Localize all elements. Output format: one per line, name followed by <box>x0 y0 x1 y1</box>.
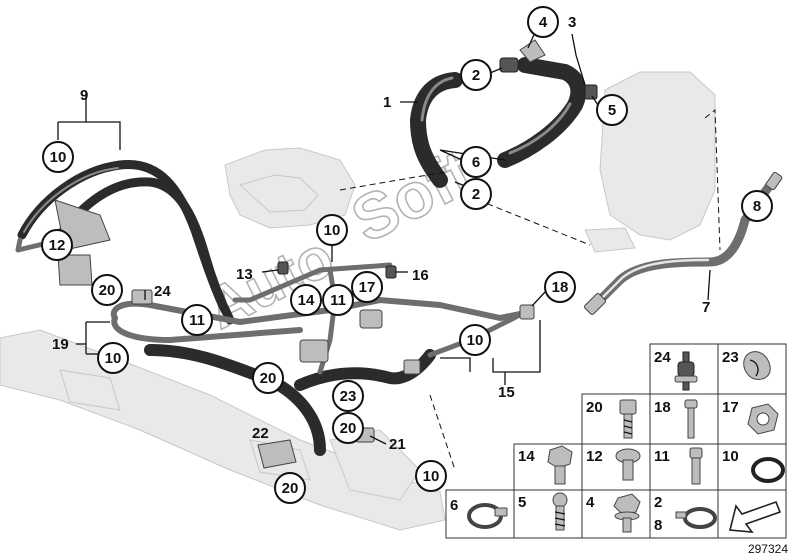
callout-10-label: 10 <box>105 350 122 367</box>
hose-clamp-icon <box>467 503 508 529</box>
callout-2-label: 2 <box>472 67 480 84</box>
callout-14: 14 <box>290 284 322 316</box>
callout-10-bottom: 10 <box>415 460 447 492</box>
label-24: 24 <box>154 283 171 300</box>
parts-num-24: 24 <box>654 349 671 366</box>
parts-num-20: 20 <box>586 399 603 416</box>
return-pipe <box>584 171 783 315</box>
combi-screw-icon <box>613 493 641 533</box>
parts-num-11: 11 <box>654 448 670 465</box>
parts-num-10: 10 <box>722 448 739 465</box>
parts-num-18: 18 <box>654 399 671 416</box>
bolt-icon <box>684 399 698 439</box>
label-16: 16 <box>412 267 429 284</box>
self-tapping-screw-icon <box>552 492 568 531</box>
callout-8-label: 8 <box>753 198 761 215</box>
callout-2-upper: 2 <box>460 59 492 91</box>
parts-num-12: 12 <box>586 448 603 465</box>
callout-10-middle: 10 <box>316 214 348 246</box>
parts-cell-11 <box>649 443 719 491</box>
parts-num-8: 8 <box>654 517 662 534</box>
label-19: 19 <box>52 336 69 353</box>
parts-num-6: 6 <box>450 497 458 514</box>
callout-10-label: 10 <box>50 149 67 166</box>
callout-20-right: 20 <box>332 412 364 444</box>
callout-6: 6 <box>460 146 492 178</box>
cooling-coil-lines <box>15 159 235 325</box>
dashed-connectors <box>339 108 721 471</box>
arrow-icon <box>728 500 782 533</box>
callout-10-label: 10 <box>423 468 440 485</box>
callout-17: 17 <box>351 271 383 303</box>
label-15: 15 <box>498 384 515 401</box>
hex-socket-bolt-icon <box>619 399 637 439</box>
label-22: 22 <box>252 425 269 442</box>
callout-17-label: 17 <box>359 279 376 296</box>
callout-11-middle: 11 <box>322 284 354 316</box>
callout-14-label: 14 <box>298 292 315 309</box>
label-21: 21 <box>389 436 406 453</box>
callout-20-label: 20 <box>99 282 116 299</box>
o-ring-icon <box>751 457 785 483</box>
hex-bolt-icon <box>547 445 573 485</box>
callout-10-label: 10 <box>467 332 484 349</box>
label-7: 7 <box>702 299 710 316</box>
callout-10-top-left: 10 <box>42 141 74 173</box>
callout-11-label: 11 <box>330 292 346 309</box>
callout-4: 4 <box>527 6 559 38</box>
washer-screw-icon <box>615 448 641 481</box>
callout-18-label: 18 <box>552 279 569 296</box>
callout-20-center: 20 <box>252 362 284 394</box>
callout-23: 23 <box>332 380 364 412</box>
callout-18: 18 <box>544 271 576 303</box>
parts-table: 24 23 20 18 17 14 12 11 10 6 5 4 2 8 <box>445 343 787 539</box>
callout-10-label: 10 <box>324 222 341 239</box>
callout-20-bottom: 20 <box>274 472 306 504</box>
callout-8: 8 <box>741 190 773 222</box>
socket-bolt-icon <box>689 447 703 485</box>
callout-10-15: 10 <box>459 324 491 356</box>
callout-5-label: 5 <box>608 102 616 119</box>
callout-20-label: 20 <box>340 420 357 437</box>
spring-clip-icon <box>743 351 771 380</box>
parts-num-4: 4 <box>586 494 595 511</box>
parts-num-5: 5 <box>518 494 526 511</box>
callout-5: 5 <box>596 94 628 126</box>
label-13: 13 <box>236 266 253 283</box>
parts-num-14: 14 <box>518 448 535 465</box>
callout-20-label: 20 <box>282 480 299 497</box>
hose-clip-icon <box>675 507 717 529</box>
parts-cell-20 <box>581 393 651 445</box>
callout-10-19: 10 <box>97 342 129 374</box>
callout-11-left: 11 <box>181 304 213 336</box>
plain-labels: 1 3 7 9 13 16 15 19 24 21 22 <box>52 14 710 453</box>
callout-6-label: 6 <box>472 154 480 171</box>
flange-nut-icon <box>747 403 779 435</box>
parts-num-2: 2 <box>654 494 662 511</box>
parts-cell-5 <box>513 489 583 539</box>
callout-23-label: 23 <box>340 388 357 405</box>
suction-hose <box>410 39 598 188</box>
reservoir-ghost <box>584 71 716 253</box>
label-3: 3 <box>568 14 576 31</box>
label-1: 1 <box>383 94 391 111</box>
pump-ghost <box>224 147 356 229</box>
callout-20-label: 20 <box>260 370 277 387</box>
parts-num-23: 23 <box>722 349 739 366</box>
callout-2-lower: 2 <box>460 178 492 210</box>
diagram-reference-number: 297324 <box>748 542 788 556</box>
callout-4-label: 4 <box>539 14 548 31</box>
callout-12-label: 12 <box>49 237 66 254</box>
callout-12: 12 <box>41 229 73 261</box>
parts-num-17: 17 <box>722 399 739 416</box>
callout-2-label: 2 <box>472 186 480 203</box>
rubber-mount-icon <box>674 351 698 391</box>
parts-cell-18 <box>649 393 719 445</box>
callout-11-label: 11 <box>189 312 205 329</box>
label-9: 9 <box>80 87 88 104</box>
callout-20-left: 20 <box>91 274 123 306</box>
